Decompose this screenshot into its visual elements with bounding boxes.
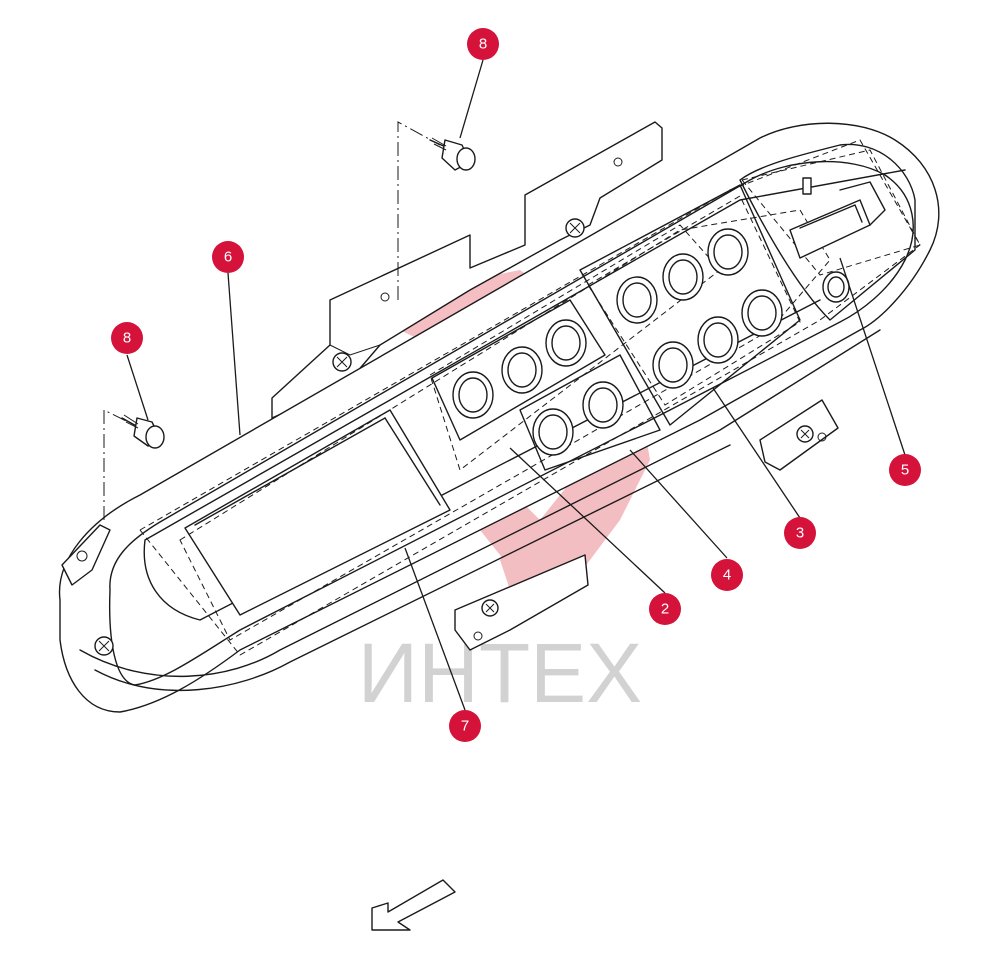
svg-text:2: 2 bbox=[661, 601, 669, 618]
button-group-3 bbox=[616, 228, 783, 389]
button-group-4 bbox=[532, 381, 624, 456]
mounting-bracket bbox=[271, 121, 663, 419]
bolt-lower bbox=[103, 409, 165, 520]
button-group-2 bbox=[452, 319, 587, 419]
svg-text:8: 8 bbox=[123, 330, 131, 347]
leader-lines bbox=[126, 59, 906, 711]
callout-3: 3 bbox=[784, 517, 816, 549]
bolt-upper bbox=[397, 121, 476, 300]
arrow-down-left-icon bbox=[371, 879, 456, 931]
svg-text:4: 4 bbox=[723, 567, 731, 584]
svg-text:3: 3 bbox=[796, 525, 804, 542]
callout-8-left: 8 bbox=[111, 322, 143, 354]
callout-8-top: 8 bbox=[467, 28, 499, 60]
svg-text:5: 5 bbox=[901, 462, 909, 479]
callout-6: 6 bbox=[212, 241, 244, 273]
svg-text:8: 8 bbox=[479, 36, 487, 53]
svg-text:7: 7 bbox=[461, 718, 469, 735]
watermark-text: ИНТЕХ bbox=[358, 626, 642, 720]
callout-4: 4 bbox=[711, 559, 743, 591]
lower-tabs bbox=[454, 399, 839, 651]
callout-7: 7 bbox=[449, 710, 481, 742]
svg-text:6: 6 bbox=[224, 249, 232, 266]
callout-2: 2 bbox=[649, 593, 681, 625]
callout-5: 5 bbox=[889, 454, 921, 486]
switch-5 bbox=[789, 177, 886, 303]
